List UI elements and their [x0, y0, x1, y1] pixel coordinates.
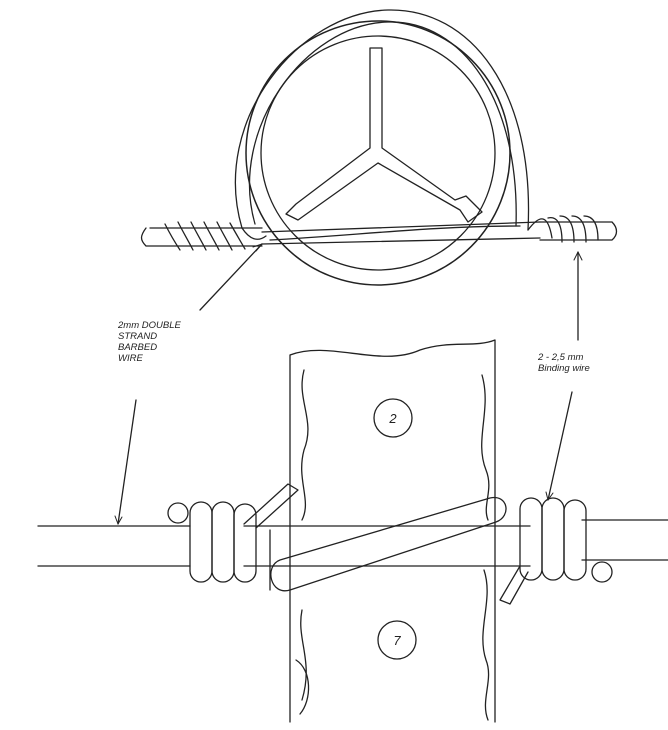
barbed-wire-plan-middle	[261, 221, 541, 245]
coil-wrap-left-1	[189, 501, 213, 583]
elevation-view: 2 7	[37, 339, 668, 723]
binding-wire-loop-back-inner	[249, 21, 517, 227]
leader-arrow-barbed-wire-elevation	[114, 515, 123, 525]
barbed-wire-label-line-4: WIRE	[118, 353, 143, 364]
coil-wrap-right-3	[563, 499, 587, 581]
barbed-wire-plan-right	[539, 221, 618, 241]
binding-wire-label: 2 - 2,5 mm Binding wire	[538, 352, 590, 374]
binding-wire-coil-right	[527, 215, 599, 243]
round-post-inner	[260, 35, 496, 271]
post-elevation	[289, 339, 496, 723]
round-post-outer	[245, 20, 511, 286]
marker-bottom: 7	[393, 633, 401, 648]
binding-wire-label-line-2: Binding wire	[538, 363, 590, 374]
post-crack	[285, 47, 483, 223]
coil-wrap-left-2	[211, 501, 235, 583]
wire-end-right	[591, 561, 613, 583]
post-bark-left	[300, 369, 309, 701]
post-bark-right	[481, 374, 490, 721]
coil-wrap-right-2	[541, 497, 565, 581]
wire-end-left	[167, 502, 189, 524]
binding-wire-diagonal	[270, 496, 507, 592]
marker-top: 2	[388, 411, 397, 426]
marker-circle-bottom	[377, 620, 417, 660]
barbed-wire-label-line-1: 2mm DOUBLE	[118, 320, 181, 331]
coil-tail-left	[243, 483, 299, 591]
barbed-wire-label-line-3: BARBED	[118, 342, 158, 353]
post-knot	[295, 659, 310, 715]
leader-arrow-barbed-wire	[252, 243, 263, 252]
barbed-wire-label-line-2: STRAND	[118, 331, 158, 342]
leader-arrow-binding-wire	[573, 251, 583, 261]
barbed-wire-label: 2mm DOUBLE STRAND BARBED WIRE	[118, 320, 181, 364]
leader-line-binding-wire-elevation	[547, 391, 573, 501]
coil-wrap-right-1	[519, 497, 543, 581]
binding-wire-coil-left	[241, 227, 267, 240]
coil-tail-right	[499, 565, 529, 605]
binding-wire-loop-back	[234, 9, 530, 231]
leader-arrow-binding-wire-elevation	[545, 491, 554, 501]
leader-line-barbed-wire-elevation	[117, 399, 137, 525]
barbed-wire-twist	[164, 221, 246, 251]
plan-view	[140, 9, 618, 286]
marker-circle-top	[373, 398, 413, 438]
coil-wrap-left-3	[233, 503, 257, 583]
binding-wire-label-line-1: 2 - 2,5 mm	[538, 352, 584, 363]
leader-line-barbed-wire	[199, 243, 263, 311]
